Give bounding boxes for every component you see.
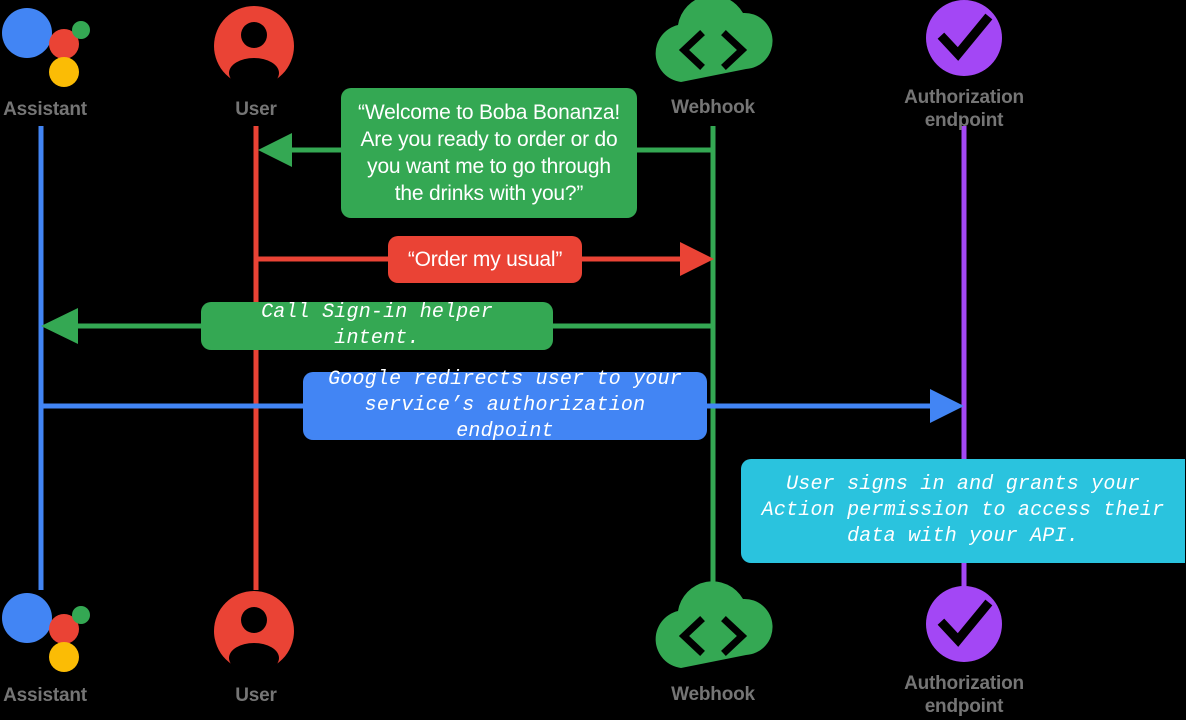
actor-label-user-top: User xyxy=(235,99,277,120)
message-text-order: “Order my usual” xyxy=(407,248,563,271)
purple-check-circle-icon-bottom xyxy=(926,586,1002,662)
message-bubble-signin-helper: Call Sign-in helper intent. xyxy=(201,301,553,350)
message-text-redirect: Google redirects user to your service’s … xyxy=(328,368,682,443)
user-avatar-icon-top xyxy=(214,6,294,88)
cloud-code-icon-top xyxy=(655,0,773,82)
actor-label-assistant-bottom: Assistant xyxy=(3,685,87,706)
message-bubble-user-grants: User signs in and grants your Action per… xyxy=(741,459,1185,563)
google-assistant-icon-top xyxy=(2,8,90,87)
message-text-welcome: “Welcome to Boba Bonanza! Are you ready … xyxy=(358,101,620,205)
message-text-signin-helper: Call Sign-in helper intent. xyxy=(261,301,493,350)
message-text-user-grants: User signs in and grants your Action per… xyxy=(761,473,1165,548)
actor-label-webhook-top: Webhook xyxy=(671,97,755,118)
google-assistant-icon-bottom xyxy=(2,593,90,672)
actor-label-authorization-top: Authorization endpoint xyxy=(904,87,1024,131)
message-bubble-welcome: “Welcome to Boba Bonanza! Are you ready … xyxy=(341,88,637,218)
actor-label-webhook-bottom: Webhook xyxy=(671,684,755,705)
message-bubble-order: “Order my usual” xyxy=(388,236,582,283)
actor-label-assistant-top: Assistant xyxy=(3,99,87,120)
user-avatar-icon-bottom xyxy=(214,591,294,673)
actor-label-authorization-bottom: Authorization endpoint xyxy=(904,673,1024,717)
message-bubble-redirect: Google redirects user to your service’s … xyxy=(303,368,707,443)
purple-check-circle-icon-top xyxy=(926,0,1002,76)
actor-label-user-bottom: User xyxy=(235,685,277,706)
cloud-code-icon-bottom xyxy=(655,581,773,668)
